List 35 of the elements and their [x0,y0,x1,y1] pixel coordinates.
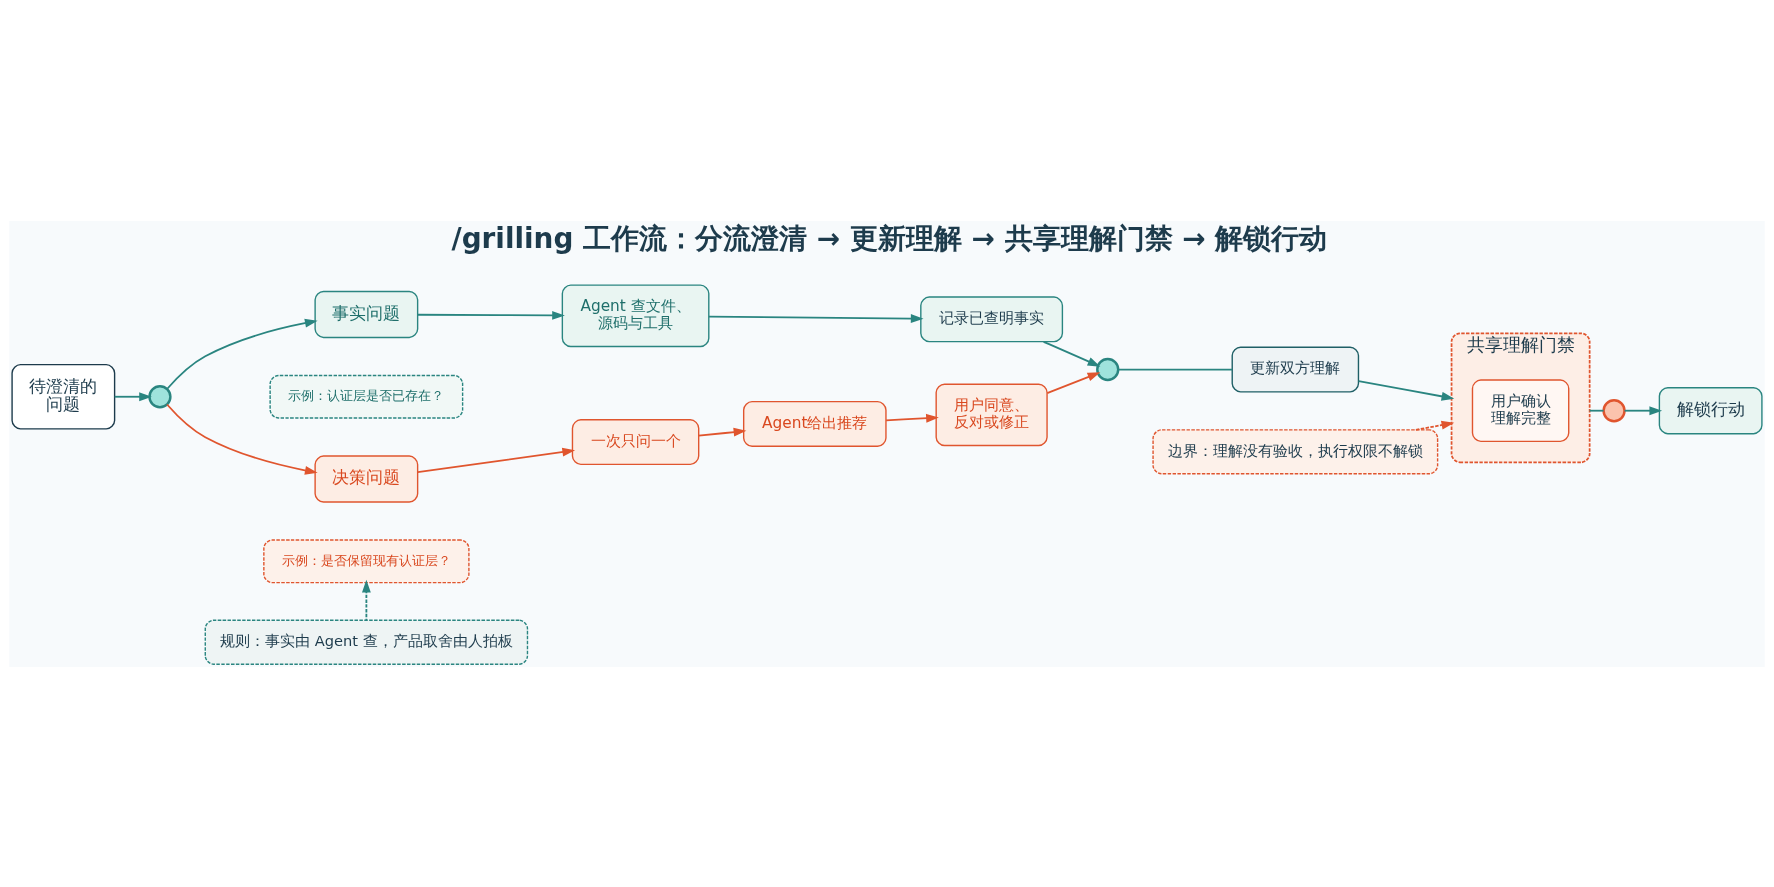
node-circle [1096,357,1120,381]
node-circle [1602,398,1626,422]
node-box: 边界：理解没有验收，执行权限不解锁 [1152,428,1439,474]
arrow [1357,379,1455,401]
node-box: 事实问题 [314,290,419,338]
arrow [1414,420,1455,431]
node-box: Agent给出推荐 [743,400,887,447]
node-box: 规则：事实由 Agent 查，产品取舍由人拍板 [204,619,529,665]
node-box: 用户同意、反对或修正 [935,383,1048,446]
connector [1588,409,1605,412]
node-box: 更新双方理解 [1231,346,1360,393]
arrow [361,579,371,621]
node-box: 决策问题 [314,454,419,503]
arrow [416,447,576,473]
arrow [416,310,565,320]
arrow [1042,340,1101,367]
connector [1117,368,1234,370]
arrow [885,413,939,423]
node-box: 解锁行动 [1658,386,1763,434]
node-box: 记录已查明事实 [920,295,1064,342]
node-circle [148,384,172,408]
arrow [166,318,318,390]
arrow [1046,371,1101,394]
node-box: 待澄清的问题 [11,363,116,430]
arrow [166,403,318,475]
node-box: 示例：认证层是否已存在？ [269,374,464,419]
arrow [697,427,747,437]
arrow [1623,405,1663,415]
node-box: 用户确认理解完整 [1471,378,1570,442]
arrow [708,313,924,323]
arrow [113,391,152,401]
node-box: 一次只问一个 [571,418,700,465]
diagram-title: /grilling 工作流：分流澄清 → 更新理解 → 共享理解门禁 → 解锁行动 [451,221,1328,255]
node-box: Agent 查文件、源码与工具 [561,283,710,347]
node-box: 示例：是否保留现有认证层？ [263,538,470,583]
